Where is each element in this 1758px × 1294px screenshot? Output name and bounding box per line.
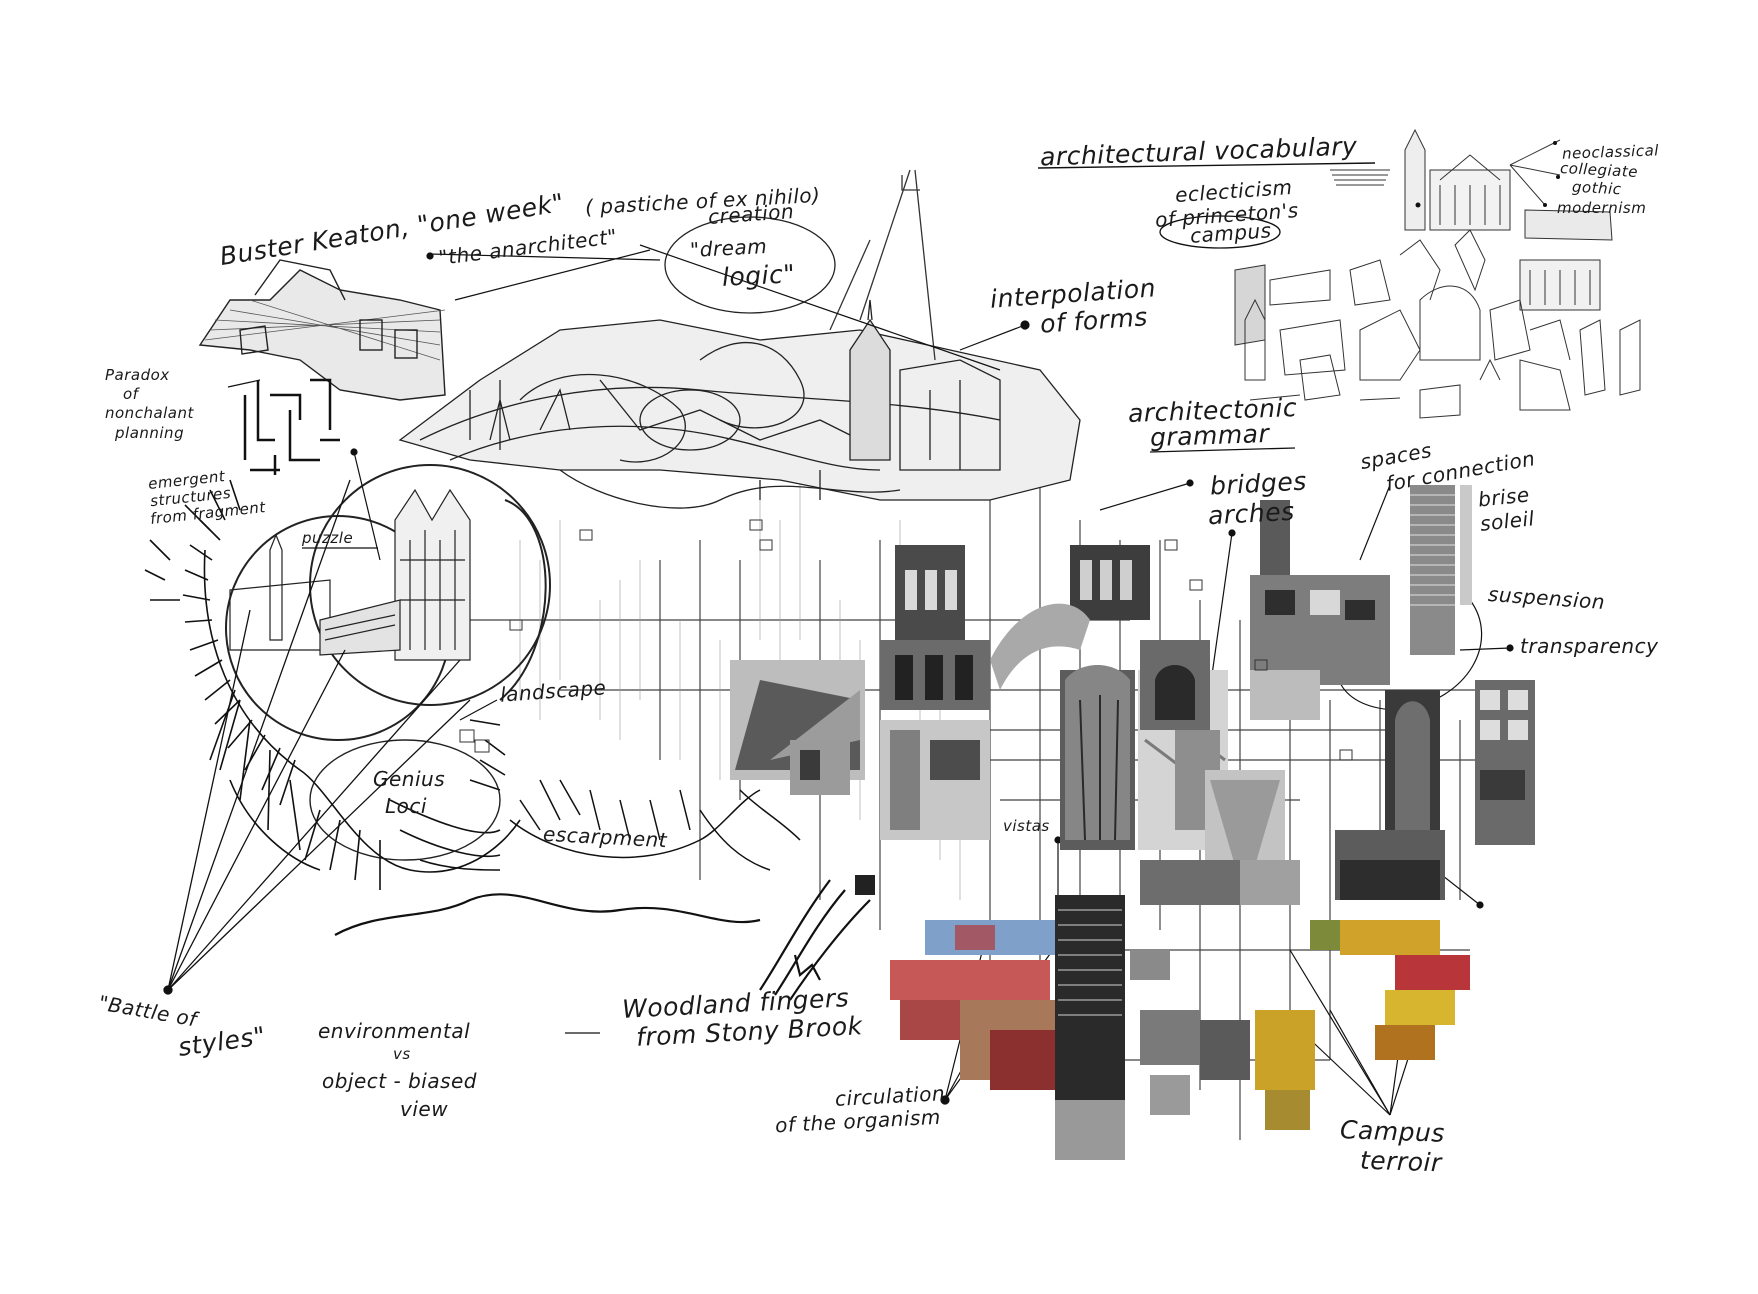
label-genius-1: Genius — [373, 767, 446, 791]
battle-leaders — [163, 479, 471, 995]
vocabulary-sketches — [1234, 128, 1641, 419]
note-glyphs — [459, 519, 1353, 761]
color-swatches — [890, 920, 1470, 1130]
grammar-underline — [1149, 447, 1296, 453]
swatch-red-berries — [990, 1030, 1055, 1090]
photo-tower-right — [1260, 500, 1290, 580]
label-campus-1: Campus — [1339, 1115, 1446, 1148]
landscape-hatching — [144, 479, 521, 890]
label-campus-2: terroir — [1359, 1145, 1443, 1178]
label-paradox-3: nonchalant — [105, 404, 194, 422]
label-dream: "dream — [689, 233, 768, 263]
label-paradox-1: Paradox — [105, 366, 170, 384]
photo-curved-roof — [990, 603, 1090, 690]
swatch-autumn-gold — [1385, 990, 1455, 1025]
label-puzzle: puzzle — [302, 529, 354, 547]
pencil-verticals — [829, 169, 936, 361]
swatch-green — [1310, 920, 1340, 950]
label-collegiate-2: gothic — [1571, 177, 1622, 199]
vocab-underline — [1037, 162, 1376, 169]
swatch-yellow-foliage — [1255, 1010, 1315, 1090]
campus-ellipse — [1159, 215, 1281, 249]
label-env-2: vs — [393, 1045, 411, 1063]
swatch-autumn-yellow — [1340, 920, 1440, 955]
photo-brise-soleil — [1410, 485, 1455, 655]
label-arch-grammar-2: grammar — [1149, 418, 1270, 453]
crooked-house-sketch — [198, 259, 446, 401]
label-env-3: object - biased — [322, 1069, 477, 1093]
chapel-sketch — [229, 488, 471, 661]
escarpment-strokes — [509, 779, 801, 871]
label-env-1: environmental — [318, 1019, 471, 1043]
swatch-autumn-orange — [1375, 1025, 1435, 1060]
swatch-autumn-red — [1395, 955, 1470, 990]
label-arches: arches — [1207, 496, 1296, 531]
central-building-sketch — [398, 299, 1081, 509]
label-paradox-2: of — [123, 385, 139, 403]
label-bridges: bridges — [1209, 466, 1308, 501]
label-vistas: vistas — [1003, 817, 1050, 835]
genius-loci-ellipse — [309, 739, 501, 861]
label-eclecticism-3: campus — [1189, 218, 1273, 248]
label-transparency: transparency — [1520, 634, 1659, 658]
label-paradox-4: planning — [115, 424, 185, 442]
label-env-4: view — [400, 1097, 449, 1121]
swatch-red-plant — [890, 960, 1050, 1000]
label-genius-2: Loci — [385, 794, 427, 818]
small-marks — [1415, 141, 1560, 208]
stream-lines — [334, 879, 871, 1001]
photo-collage — [730, 485, 1535, 1160]
label-modernism: modernism — [1557, 199, 1647, 217]
dream-logic-ellipse — [664, 216, 836, 314]
photo-brick-wall — [1140, 860, 1240, 905]
maze-sketch — [243, 378, 340, 475]
label-logic: logic" — [721, 259, 796, 292]
